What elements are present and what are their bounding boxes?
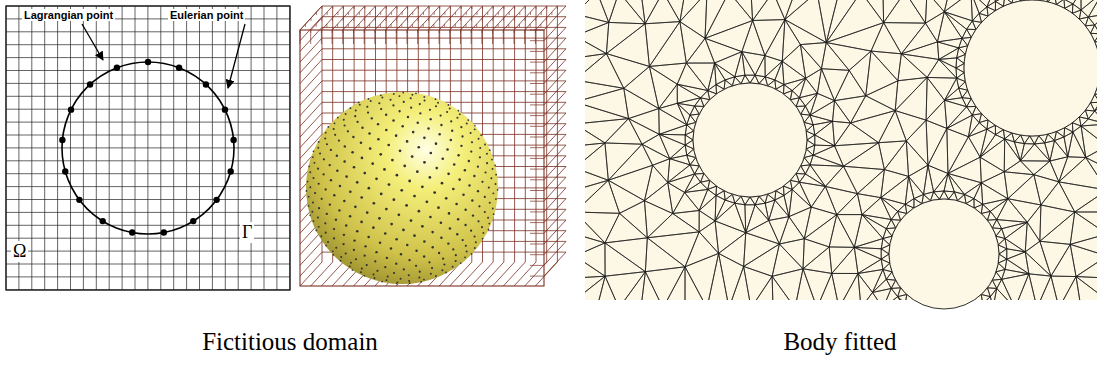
eulerian-grid [6,6,290,290]
domain-symbol: Ω [11,241,28,262]
boundary-symbol: Γ [240,222,254,243]
marker-label: Eulerian point [168,9,245,21]
3d-grid-sphere [300,6,566,286]
body-fitted-mesh [575,0,1097,317]
marker-label: Lagrangian point [22,9,115,21]
caption-text: Body fitted [783,328,896,356]
caption-text: Fictitious domain [202,328,378,356]
